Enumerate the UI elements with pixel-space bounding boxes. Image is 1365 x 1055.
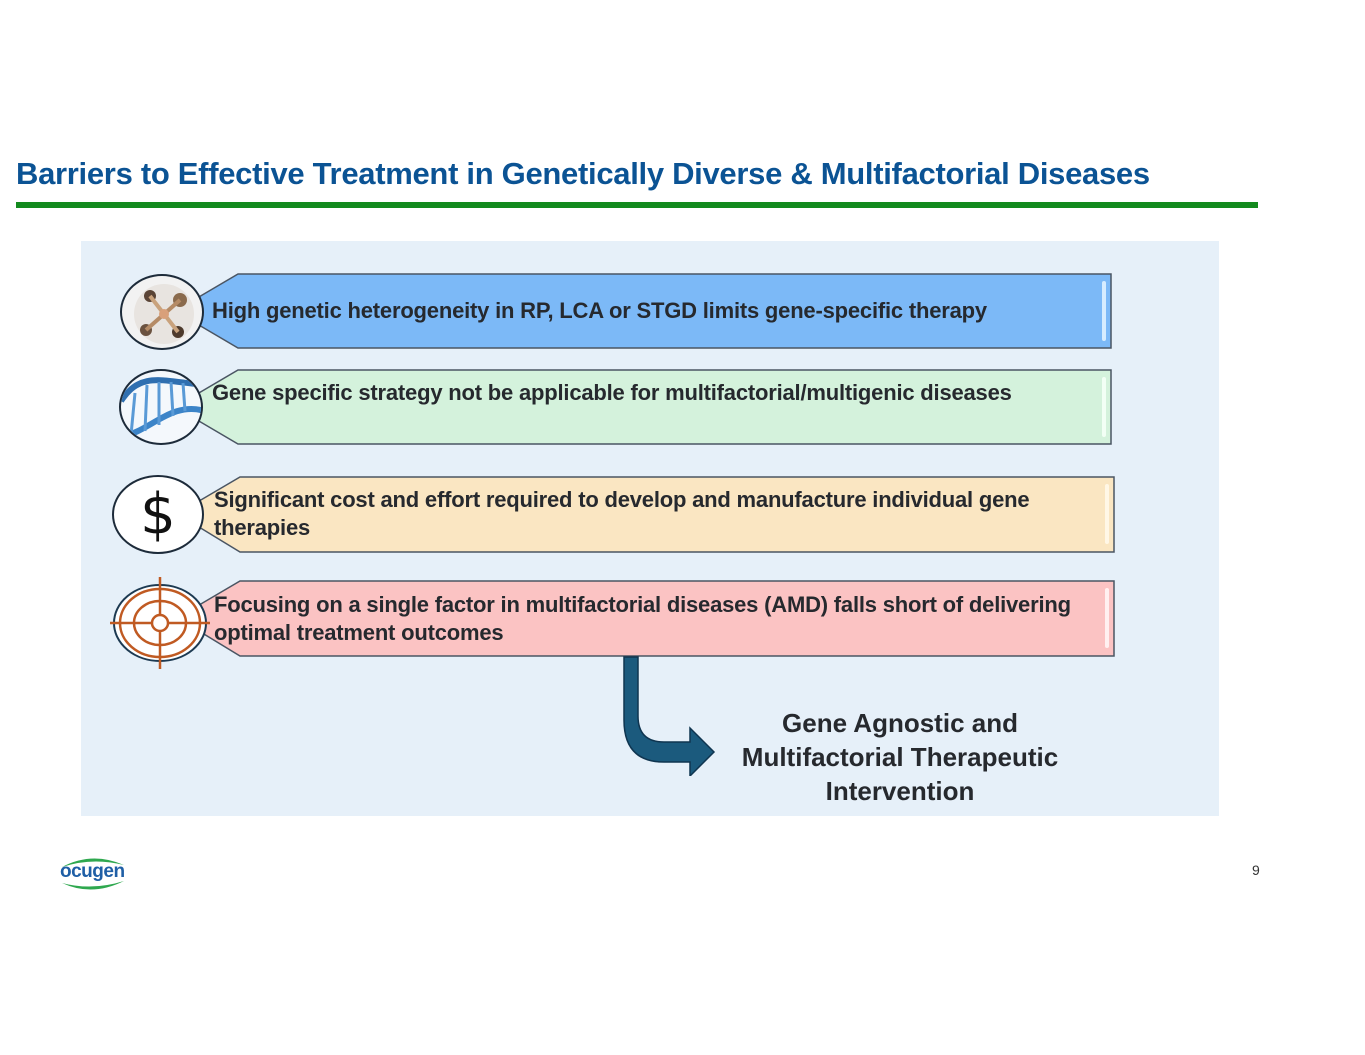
barrier-text: Significant cost and effort required to … [214, 487, 1030, 540]
barrier-banner-3: Significant cost and effort required to … [192, 476, 1115, 553]
barrier-banner-4: Focusing on a single factor in multifact… [192, 580, 1115, 657]
target-icon [110, 577, 210, 669]
barrier-text: High genetic heterogeneity in RP, LCA or… [212, 298, 987, 323]
bent-arrow-icon [618, 656, 718, 778]
outcome-text: Gene Agnostic and Multifactorial Therape… [741, 708, 1059, 806]
logo-text: ocugen [60, 861, 125, 882]
dollar-icon: $ [112, 475, 204, 554]
barrier-text: Gene specific strategy not be applicable… [212, 380, 1012, 405]
barrier-text: Focusing on a single factor in multifact… [214, 592, 1071, 645]
barrier-banner-2: Gene specific strategy not be applicable… [190, 369, 1112, 445]
slide-title: Barriers to Effective Treatment in Genet… [16, 156, 1150, 191]
page-number: 9 [1252, 862, 1260, 878]
dollar-glyph: $ [140, 482, 176, 547]
title-underline [16, 202, 1258, 208]
dna-helix-icon [119, 369, 203, 445]
banner-shape [193, 580, 1115, 657]
barrier-banner-1: High genetic heterogeneity in RP, LCA or… [190, 273, 1112, 349]
ocugen-logo: ocugen [56, 853, 130, 895]
people-hands-icon [120, 274, 204, 350]
